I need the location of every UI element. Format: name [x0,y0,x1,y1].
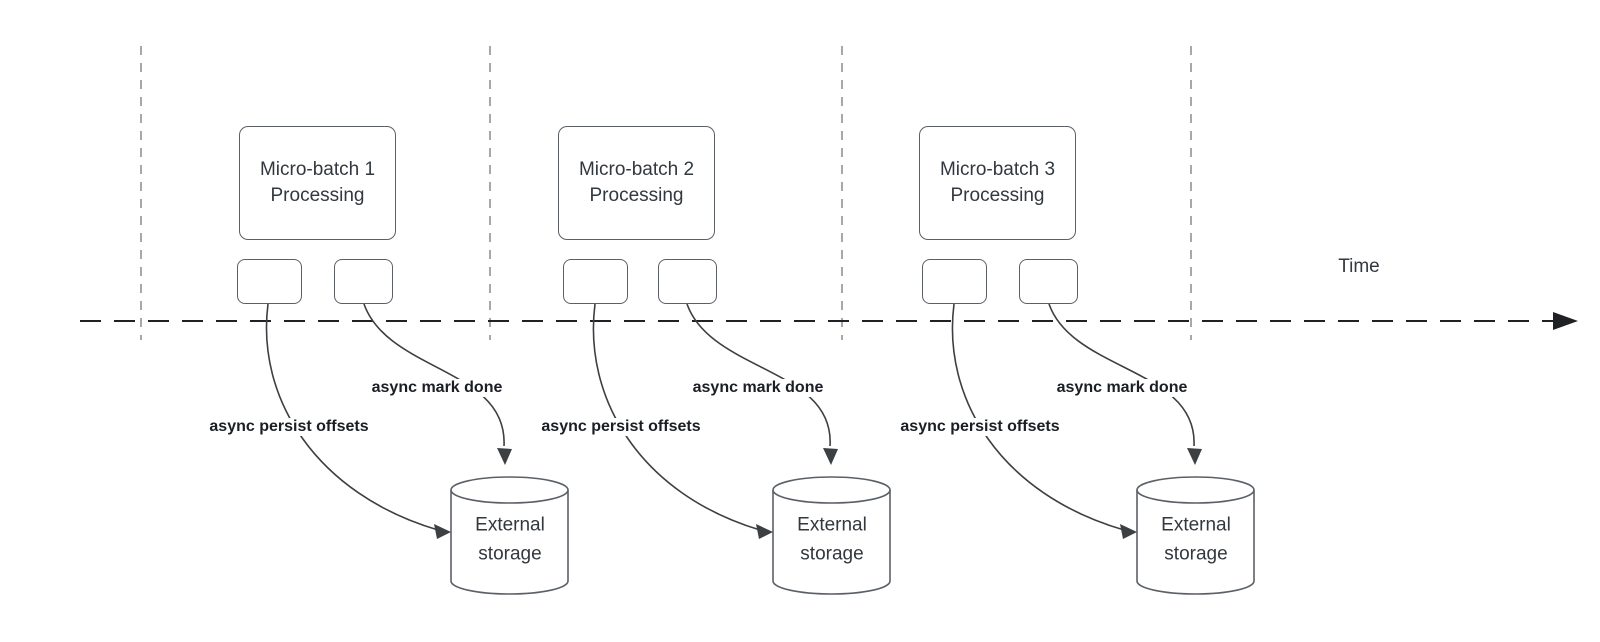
external-storage-label: External storage [1161,512,1231,569]
cylinder-body [450,490,569,595]
cylinder-body [772,490,891,595]
mark-done-task-box [1019,259,1078,304]
storage-label-line1: External [475,514,545,536]
time-axis-arrowhead-icon [1553,312,1578,330]
microbatch-1-processing-box: Micro-batch 1 Processing [239,126,396,240]
mark-done-arrow [1048,303,1195,447]
persist-offsets-arrow [265,303,439,531]
persist-offsets-arrow [951,303,1125,531]
mark-done-label: async mark done [689,379,827,397]
microbatch-title: Micro-batch 3 [939,159,1056,181]
mark-done-arrow [686,303,831,447]
arrowhead-icon [497,448,512,465]
microbatch-subtitle: Processing [270,185,365,206]
persist-offsets-label: async persist offsets [538,418,704,436]
arrowhead-icon [756,524,773,539]
cylinder-top [1136,476,1255,504]
storage-label-line2: storage [800,543,864,564]
persist-offsets-task-box [922,259,987,304]
cylinder-body [1136,490,1255,595]
storage-label-line1: External [1161,514,1231,536]
persist-offsets-label: async persist offsets [206,418,372,436]
arrowheads [434,448,1202,539]
external-storage-label: External storage [475,512,545,569]
microbatch-subtitle: Processing [589,185,684,206]
storage-cylinder [450,476,569,595]
storage-cylinder [772,476,891,595]
persist-offsets-task-box [563,259,628,304]
microbatch-2-processing-box: Micro-batch 2 Processing [558,126,715,240]
time-axis-label: Time [1338,256,1380,277]
cylinder-top [450,476,569,504]
storage-label-line2: storage [1164,543,1228,564]
mark-done-label: async mark done [368,379,506,397]
microbatch-subtitle: Processing [950,185,1045,206]
microbatch-title: Micro-batch 1 [259,159,376,181]
arrowhead-icon [1120,524,1137,539]
microbatch-title: Micro-batch 2 [578,159,695,181]
arrowhead-icon [823,448,838,465]
cylinder-top [772,476,891,504]
external-storage-label: External storage [797,512,867,569]
mark-done-label: async mark done [1053,379,1191,397]
arrowhead-icon [434,524,451,539]
microbatch-3-processing-box: Micro-batch 3 Processing [919,126,1076,240]
persist-offsets-task-box [237,259,302,304]
persist-offsets-label: async persist offsets [897,418,1063,436]
storage-label-line1: External [797,514,867,536]
mark-done-task-box [334,259,393,304]
mark-done-arrow [363,303,505,447]
storage-cylinder [1136,476,1255,595]
mark-done-task-box [658,259,717,304]
storage-label-line2: storage [478,543,542,564]
arrowhead-icon [1187,448,1202,465]
persist-offsets-arrow [592,303,761,531]
batch-boundary-gridlines [140,46,1192,340]
